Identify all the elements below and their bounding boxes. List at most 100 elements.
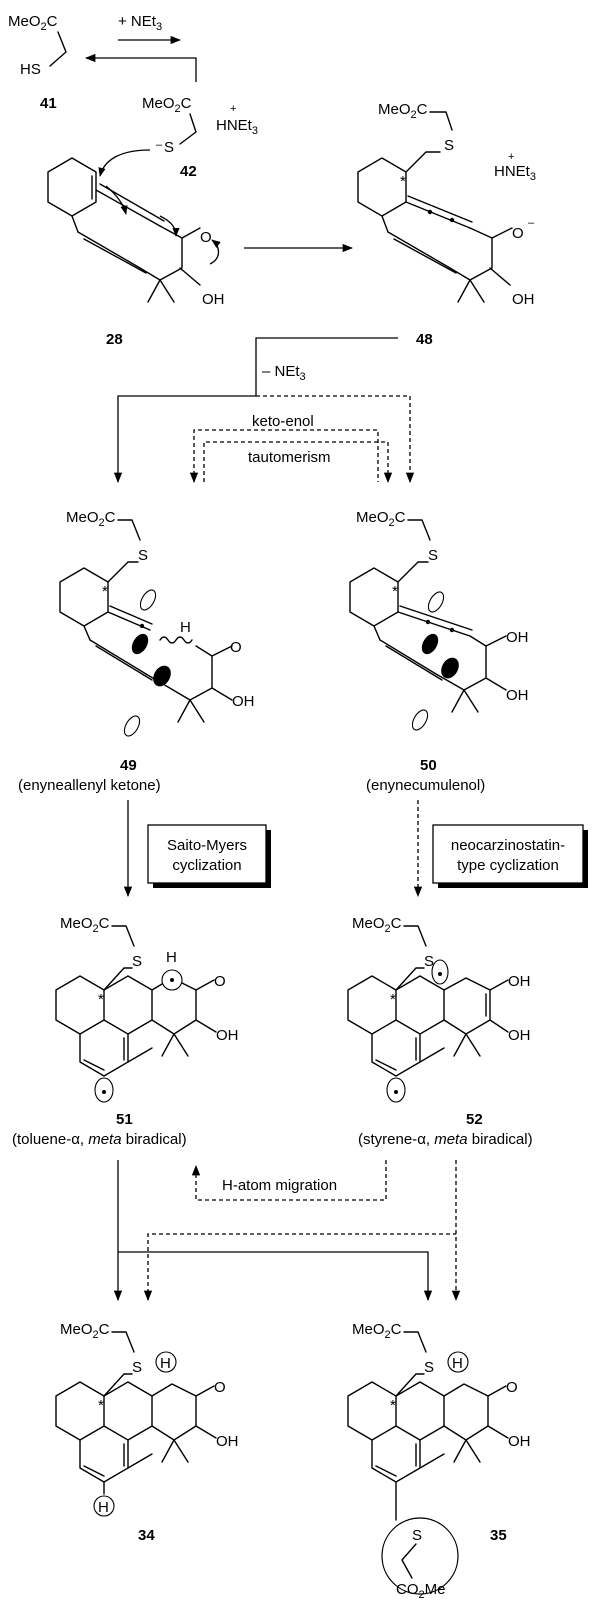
svg-text:MeO2C: MeO2C [60, 1321, 110, 1341]
c48-ester: MeO [378, 101, 411, 118]
c51-ester: MeO [60, 915, 93, 932]
c50-hydroxyl-1: OH [506, 629, 529, 646]
c35-sulfur: S [424, 1359, 434, 1376]
compound-28: O OH 28 [47, 149, 225, 348]
c48-sulfur: S [444, 137, 454, 154]
compound-42: MeO2C – S + HNEt3 42 [142, 95, 258, 180]
c48-number: 48 [416, 331, 433, 348]
saito-myers-box: Saito-Myers cyclization [147, 824, 271, 888]
compound-48: MeO2C S + HNEt3 * O – OH 48 [357, 101, 536, 348]
c35-sulfur-2: S [412, 1527, 422, 1544]
c28-hydroxyl: OH [202, 291, 225, 308]
svg-text:MeO2C: MeO2C [352, 915, 402, 935]
keto-enol-label: keto-enol [252, 413, 314, 430]
c35-ester: MeO [352, 1321, 385, 1338]
c50-sulfur: S [428, 547, 438, 564]
net3-remove-label: – NEt [262, 363, 300, 380]
neocarzinostatin-label-2: type cyclization [457, 857, 559, 874]
c42-ester: MeO [142, 95, 175, 112]
c41-thiol: HS [20, 61, 41, 78]
h-migration-label: H-atom migration [222, 1177, 337, 1194]
c48-plus: + [508, 151, 514, 163]
c51-oxygen: O [214, 973, 226, 990]
c51-sulfur: S [132, 953, 142, 970]
compound-49: MeO2C S * H O OH 49 (enyneallenyl ketone… [18, 509, 255, 794]
c48-hydroxyl: OH [512, 291, 535, 308]
svg-text:MeO2C: MeO2C [60, 915, 110, 935]
c52-hydroxyl-1: OH [508, 973, 531, 990]
c48-ominus: – [528, 217, 535, 229]
c51-h: H [166, 949, 177, 966]
c28-number: 28 [106, 331, 123, 348]
svg-text:MeO2C: MeO2C [66, 509, 116, 529]
c52-hydroxyl-2: OH [508, 1027, 531, 1044]
c50-hydroxyl-2: OH [506, 687, 529, 704]
c49-oxygen: O [230, 639, 242, 656]
c35-hydroxyl: OH [508, 1433, 531, 1450]
c49-caption: (enyneallenyl ketone) [18, 777, 161, 794]
compound-34: MeO2C S * H H O OH 34 [55, 1321, 239, 1544]
svg-text:– NEt3: – NEt3 [262, 363, 306, 383]
c35-h1: H [452, 1355, 463, 1372]
compound-51: MeO2C S * H O OH 51 (toluene-α, meta bir… [12, 915, 239, 1148]
c48-oxygen: O [512, 225, 524, 242]
c34-star: * [98, 1397, 104, 1414]
svg-text:+ NEt3: + NEt3 [118, 13, 162, 33]
c49-h: H [180, 619, 191, 636]
c34-oxygen: O [214, 1379, 226, 1396]
equilibrium-41-42: + NEt3 [84, 13, 197, 82]
c42-plus: + [230, 103, 236, 115]
svg-text:CO2Me: CO2Me [396, 1581, 445, 1601]
c34-sulfur: S [132, 1359, 142, 1376]
c48-star: * [400, 173, 406, 190]
svg-text:HNEt3: HNEt3 [494, 163, 536, 183]
c28-oxygen: O [200, 229, 212, 246]
c50-caption: (enynecumulenol) [366, 777, 485, 794]
branch-48: – NEt3 keto-enol tautomerism [113, 337, 415, 484]
saito-myers-label-1: Saito-Myers [167, 837, 247, 854]
compound-41: MeO2C HS 41 [8, 13, 67, 112]
c35-number: 35 [490, 1527, 507, 1544]
saito-myers-label-2: cyclization [172, 857, 241, 874]
c34-h1: H [160, 1355, 171, 1372]
c49-ester: MeO [66, 509, 99, 526]
c49-star: * [102, 583, 108, 600]
c50-ester: MeO [356, 509, 389, 526]
c52-number: 52 [466, 1111, 483, 1128]
svg-text:HNEt3: HNEt3 [216, 117, 258, 137]
c35-oxygen: O [506, 1379, 518, 1396]
c51-caption: (toluene-α, meta biradical) [12, 1131, 187, 1148]
c34-ester: MeO [60, 1321, 93, 1338]
c34-h2: H [98, 1499, 109, 1516]
c49-sulfur: S [138, 547, 148, 564]
c52-ester: MeO [352, 915, 385, 932]
c50-number: 50 [420, 757, 437, 774]
c49-number: 49 [120, 757, 137, 774]
c51-hydroxyl: OH [216, 1027, 239, 1044]
c49-hydroxyl: OH [232, 693, 255, 710]
svg-text:MeO2C: MeO2C [352, 1321, 402, 1341]
c34-number: 34 [138, 1527, 155, 1544]
c35-ester-2: CO [396, 1581, 419, 1598]
svg-text:MeO2C: MeO2C [8, 13, 58, 33]
c52-sulfur: S [424, 953, 434, 970]
c50-star: * [392, 583, 398, 600]
neocarzinostatin-label-1: neocarzinostatin- [451, 837, 565, 854]
svg-text:MeO2C: MeO2C [356, 509, 406, 529]
c42-cation: HNEt [216, 117, 253, 134]
c42-sulfur: S [164, 139, 174, 156]
svg-text:MeO2C: MeO2C [378, 101, 428, 121]
c51-star: * [98, 991, 104, 1008]
net3-add-label: + NEt [118, 13, 157, 30]
c34-hydroxyl: OH [216, 1433, 239, 1450]
c42-charge: – [156, 139, 163, 151]
c35-star: * [390, 1397, 396, 1414]
compound-50: MeO2C S * OH OH 50 (enynecumulenol) [349, 509, 529, 794]
c42-number: 42 [180, 163, 197, 180]
compound-35: MeO2C S * H O OH S CO2Me 35 [347, 1321, 531, 1601]
c48-cation: HNEt [494, 163, 531, 180]
svg-text:MeO2C: MeO2C [142, 95, 192, 115]
c41-number: 41 [40, 95, 57, 112]
c52-caption: (styrene-α, meta biradical) [358, 1131, 533, 1148]
